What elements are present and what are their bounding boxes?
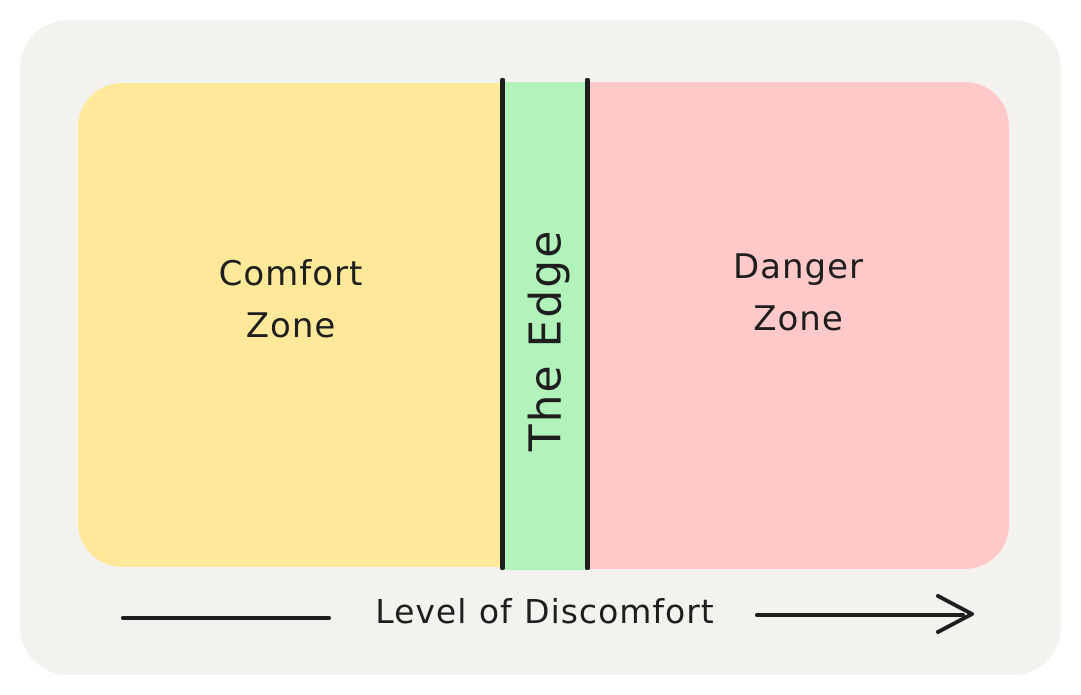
edge-right-border — [585, 78, 590, 570]
danger-zone-label-line1: Danger — [732, 247, 865, 287]
comfort-zone-label: Comfort Zone — [219, 248, 364, 352]
comfort-zone-label-line1: Comfort — [218, 254, 364, 294]
axis-label: Level of Discomfort — [375, 592, 715, 631]
axis-line-right — [755, 613, 965, 617]
comfort-zone-label-line2: Zone — [245, 306, 337, 346]
danger-zone-label-line2: Zone — [753, 299, 844, 339]
danger-zone-label: Danger Zone — [733, 241, 864, 345]
axis-line-left — [121, 616, 331, 620]
comfort-zone: Comfort Zone — [78, 83, 504, 567]
edge-left-border — [500, 78, 505, 570]
edge-zone-label: The Edge — [520, 228, 572, 452]
danger-zone: Danger Zone — [588, 82, 1009, 569]
edge-zone — [503, 82, 588, 570]
arrow-right-icon — [936, 594, 974, 634]
